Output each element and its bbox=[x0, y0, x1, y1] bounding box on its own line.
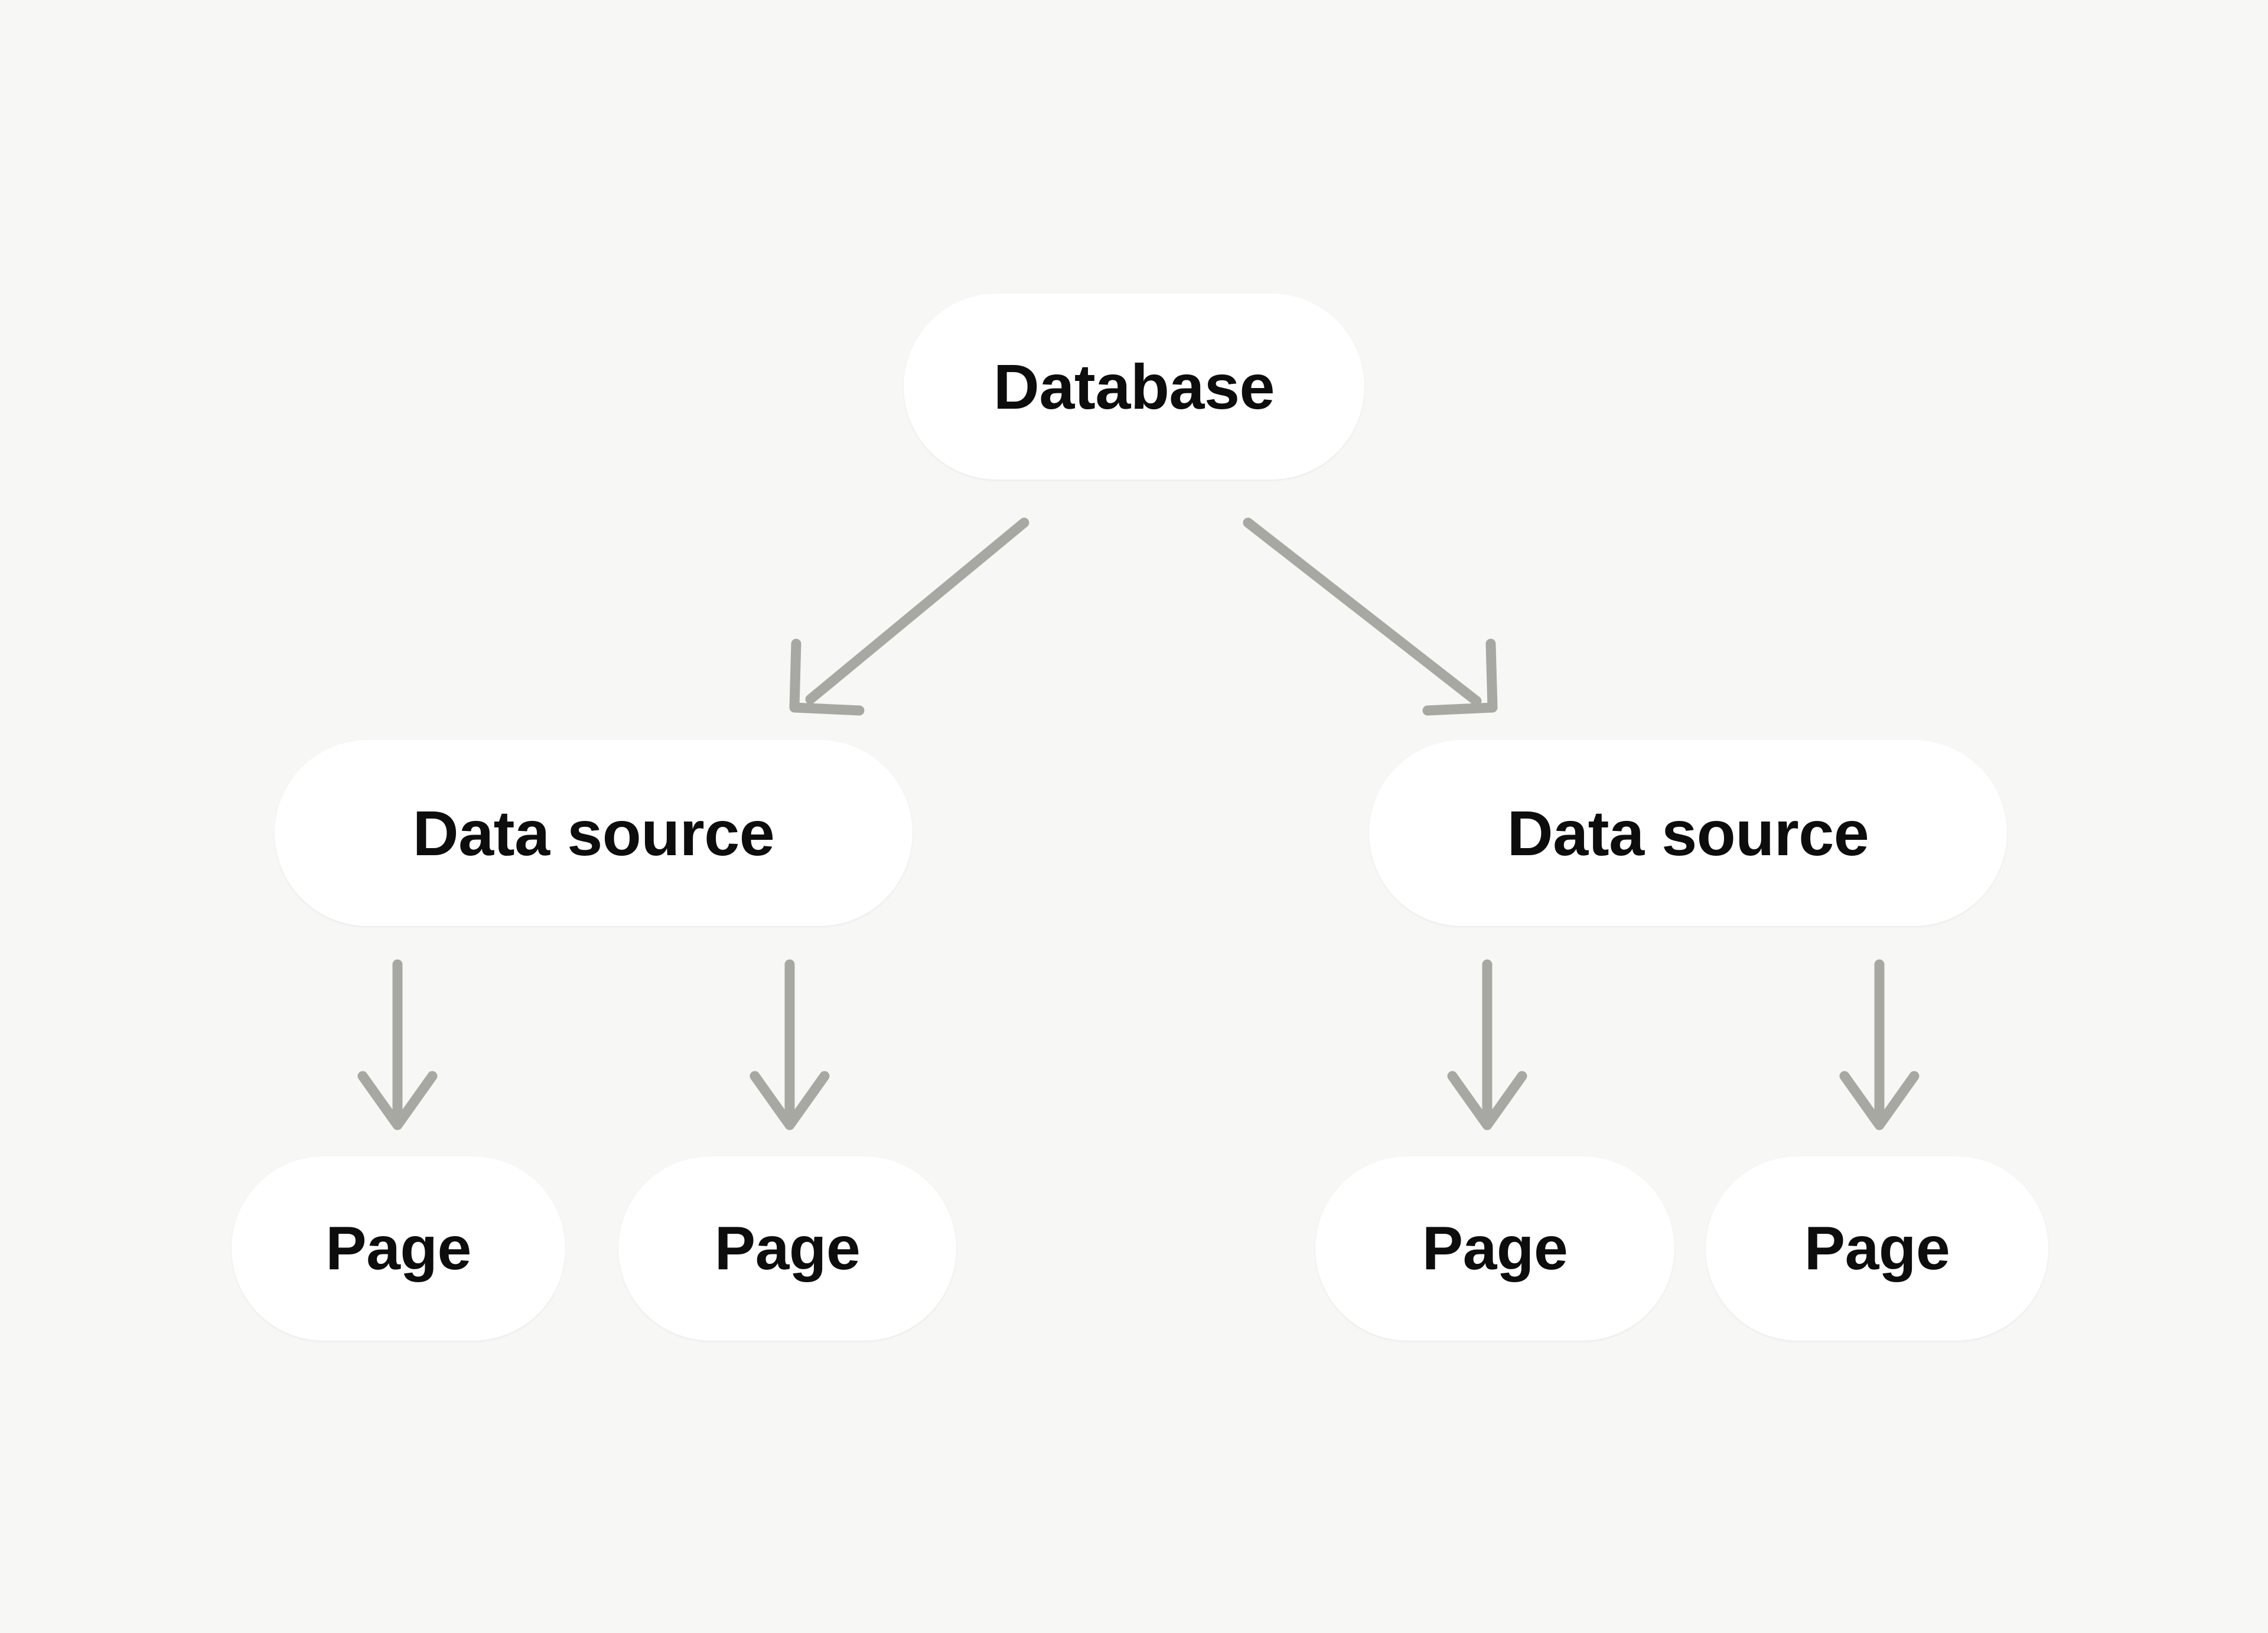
edge-db-to-ds-left-arrow bbox=[789, 517, 1029, 716]
edge-db-to-ds-right-arrow bbox=[1243, 517, 1498, 716]
edge-ds-right-to-page-3-arrow bbox=[1447, 959, 1527, 1130]
node-page-3-label: Page bbox=[1422, 1214, 1568, 1283]
node-page-2[interactable]: Page bbox=[618, 1156, 956, 1341]
node-page-1[interactable]: Page bbox=[232, 1156, 565, 1341]
node-page-4-label: Page bbox=[1804, 1214, 1950, 1283]
edge-ds-right-to-page-4-arrow bbox=[1839, 959, 1920, 1130]
node-page-3[interactable]: Page bbox=[1315, 1156, 1674, 1341]
node-database-label: Database bbox=[993, 350, 1275, 422]
node-data-source-left-label: Data source bbox=[412, 797, 775, 869]
node-page-1-label: Page bbox=[325, 1214, 471, 1283]
node-database[interactable]: Database bbox=[904, 294, 1364, 480]
node-page-4[interactable]: Page bbox=[1706, 1156, 2048, 1341]
node-data-source-left[interactable]: Data source bbox=[275, 740, 913, 926]
edge-ds-left-to-page-2-arrow bbox=[750, 959, 830, 1130]
edge-ds-left-to-page-1-arrow bbox=[357, 959, 438, 1130]
node-data-source-right[interactable]: Data source bbox=[1369, 740, 2007, 926]
node-page-2-label: Page bbox=[714, 1214, 861, 1283]
node-data-source-right-label: Data source bbox=[1507, 797, 1869, 869]
